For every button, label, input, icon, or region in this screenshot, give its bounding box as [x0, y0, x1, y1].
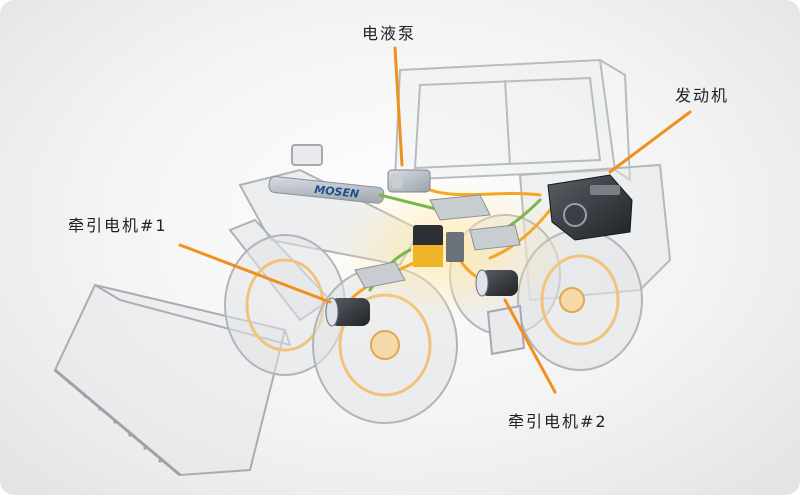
inverter-modules	[354, 194, 521, 289]
label-pump: 电液泵	[362, 24, 417, 43]
bucket	[53, 283, 292, 477]
junction-box	[486, 304, 526, 356]
hydraulic-cylinder: MOSEN	[268, 176, 385, 204]
leader-motor1	[178, 243, 332, 304]
traction-motor-2	[475, 269, 518, 297]
label-engine: 发动机	[675, 86, 730, 105]
label-motor2: 牵引电机#2	[508, 412, 608, 431]
leader-lines	[178, 46, 692, 394]
brand-mark: MOSEN	[314, 183, 360, 201]
leader-pump	[393, 46, 404, 167]
headlight	[291, 144, 323, 166]
label-motor1: 牵引电机#1	[68, 216, 168, 235]
leader-engine	[608, 110, 692, 174]
energy-storage	[413, 225, 464, 267]
cab	[393, 58, 632, 182]
traction-motor-1	[325, 297, 370, 327]
leader-motor2	[503, 298, 557, 394]
electro-hydraulic-pump	[387, 169, 431, 193]
engine	[547, 174, 633, 241]
